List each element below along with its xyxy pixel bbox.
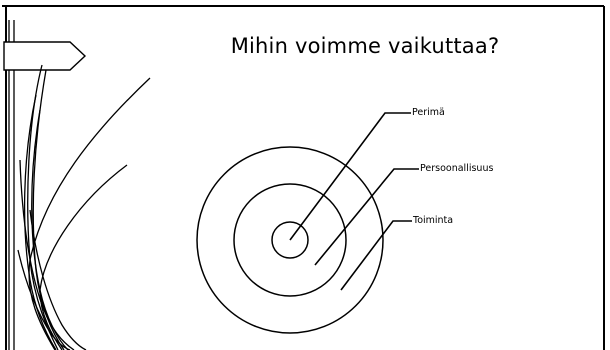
curved-lines-decoration bbox=[17, 64, 151, 350]
concentric-circles bbox=[196, 146, 384, 334]
middle-circle bbox=[233, 183, 347, 297]
label-persoonallisuus: Persoonallisuus bbox=[420, 163, 494, 174]
leader-lines bbox=[289, 112, 419, 291]
signpost-pole bbox=[8, 20, 15, 350]
label-toiminta: Toiminta bbox=[413, 215, 454, 226]
signpost-arrow-icon bbox=[3, 41, 87, 71]
leader-line-inner bbox=[289, 112, 411, 241]
outer-circle bbox=[196, 146, 384, 334]
slide-title: Mihin voimme vaikuttaa? bbox=[230, 34, 500, 58]
label-perima: Perimä bbox=[412, 107, 445, 118]
leader-line-middle bbox=[314, 168, 419, 266]
inner-circle bbox=[271, 221, 309, 259]
leader-line-outer bbox=[340, 220, 412, 291]
